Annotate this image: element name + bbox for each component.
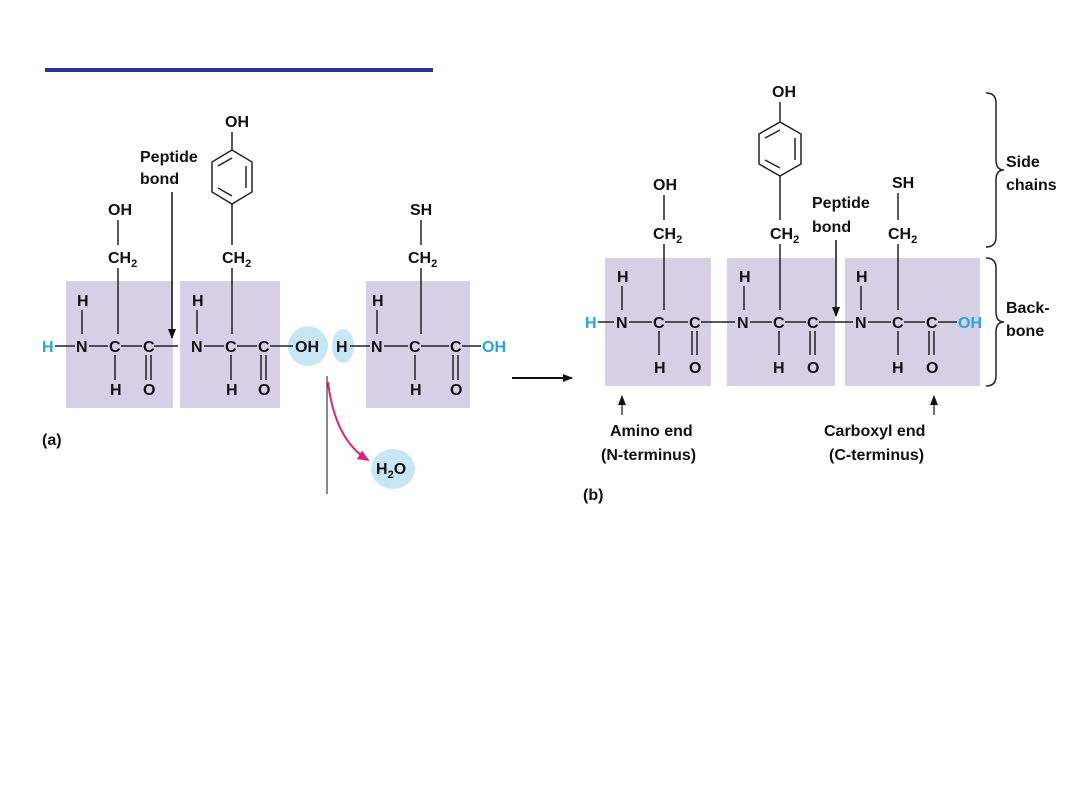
backbone-label-line2: bone — [1006, 323, 1044, 340]
peptide-bond-label-a-line1: Peptide — [140, 149, 198, 166]
leaving-hydrogen: H — [336, 339, 348, 356]
carbonyl-carbon-b2: C — [807, 315, 819, 332]
alpha-hydrogen-1: H — [110, 382, 122, 399]
tyrosine-ch2-a: CH2 — [222, 250, 251, 270]
peptide-bond-label-b-line2: bond — [812, 219, 851, 236]
tyrosine-hydroxyl-a: OH — [225, 114, 249, 131]
alpha-hydrogen-b1: H — [654, 360, 666, 377]
amino-end-label-line2: (N-terminus) — [601, 447, 696, 464]
peptide-bond-label-b-line1: Peptide — [812, 195, 870, 212]
amino-hydrogen-1: H — [77, 293, 89, 310]
water-bubble — [371, 449, 415, 489]
water-molecule: H2O — [376, 461, 406, 481]
hydroxyl-leaving: OH — [295, 339, 319, 356]
cysteine-ch2-b: CH2 — [888, 226, 917, 246]
carbonyl-oxygen-1: O — [143, 382, 155, 399]
tyrosine-hydroxyl-b: OH — [772, 84, 796, 101]
tyrosine-ch2-b: CH2 — [770, 226, 799, 246]
carbonyl-carbon-b3: C — [926, 315, 938, 332]
alpha-carbon-b1: C — [653, 315, 665, 332]
alpha-hydrogen-3: H — [410, 382, 422, 399]
carboxyl-end-label-line1: Carboxyl end — [824, 423, 925, 440]
carbonyl-oxygen-2: O — [258, 382, 270, 399]
carbonyl-carbon-1: C — [143, 339, 155, 356]
nitrogen-2: N — [191, 339, 203, 356]
n-terminal-hydrogen: H — [42, 339, 54, 356]
amino-hydrogen-3: H — [372, 293, 384, 310]
alpha-hydrogen-b3: H — [892, 360, 904, 377]
panel-b: H H N C C H O OH CH2 H N C C H O OH — [583, 84, 1057, 504]
peptide-bond-label-a-line2: bond — [140, 171, 179, 188]
backbone-label-line1: Back- — [1006, 300, 1050, 317]
carbonyl-oxygen-b1: O — [689, 360, 701, 377]
hydrogen-highlight — [332, 329, 354, 363]
alpha-carbon-b3: C — [892, 315, 904, 332]
carbonyl-oxygen-b2: O — [807, 360, 819, 377]
carboxyl-end-label-line2: (C-terminus) — [829, 447, 924, 464]
c-terminal-hydroxyl-b: OH — [958, 315, 982, 332]
carbonyl-oxygen-b3: O — [926, 360, 938, 377]
nitrogen-b3: N — [855, 315, 867, 332]
side-chains-label-line2: chains — [1006, 177, 1057, 194]
amino-hydrogen-2: H — [192, 293, 204, 310]
water-release-arrow — [327, 381, 370, 462]
alpha-carbon-1: C — [109, 339, 121, 356]
serine-ch2-b: CH2 — [653, 226, 682, 246]
amino-hydrogen-b2: H — [739, 269, 751, 286]
n-terminal-hydrogen-b: H — [585, 315, 597, 332]
alpha-carbon-3: C — [409, 339, 421, 356]
panel-a-label: (a) — [42, 432, 62, 449]
alpha-hydrogen-2: H — [226, 382, 238, 399]
alpha-carbon-b2: C — [773, 315, 785, 332]
title-underline — [45, 68, 433, 72]
alpha-carbon-2: C — [225, 339, 237, 356]
nitrogen-b1: N — [616, 315, 628, 332]
cysteine-thiol-b: SH — [892, 175, 914, 192]
cysteine-ch2-a: CH2 — [408, 250, 437, 270]
residue-box-tyrosine-b — [727, 258, 835, 386]
c-terminal-hydroxyl-a: OH — [482, 339, 506, 356]
amino-end-label-line1: Amino end — [610, 423, 693, 440]
serine-hydroxyl-b: OH — [653, 177, 677, 194]
residue-box-serine-b — [605, 258, 711, 386]
residue-box-tyrosine-a — [180, 281, 280, 408]
carbonyl-carbon-3: C — [450, 339, 462, 356]
nitrogen-1: N — [76, 339, 88, 356]
panel-b-label: (b) — [583, 487, 603, 504]
side-chains-brace — [985, 92, 1005, 248]
serine-ch2-a: CH2 — [108, 250, 137, 270]
alpha-hydrogen-b2: H — [773, 360, 785, 377]
backbone-brace — [985, 257, 1005, 387]
nitrogen-3: N — [371, 339, 383, 356]
cysteine-thiol-a: SH — [410, 202, 432, 219]
side-chains-label-line1: Side — [1006, 154, 1040, 171]
panel-a: H H N C C H O OH CH2 H N C C H O OH — [42, 114, 506, 494]
serine-hydroxyl-a: OH — [108, 202, 132, 219]
nitrogen-b2: N — [737, 315, 749, 332]
amino-hydrogen-b1: H — [617, 269, 629, 286]
residue-box-serine-a — [66, 281, 173, 408]
hydroxyl-highlight — [288, 326, 328, 366]
carbonyl-oxygen-3: O — [450, 382, 462, 399]
residue-box-cysteine-a — [366, 281, 470, 408]
amino-hydrogen-b3: H — [856, 269, 868, 286]
carbonyl-carbon-b1: C — [689, 315, 701, 332]
carbonyl-carbon-2: C — [258, 339, 270, 356]
